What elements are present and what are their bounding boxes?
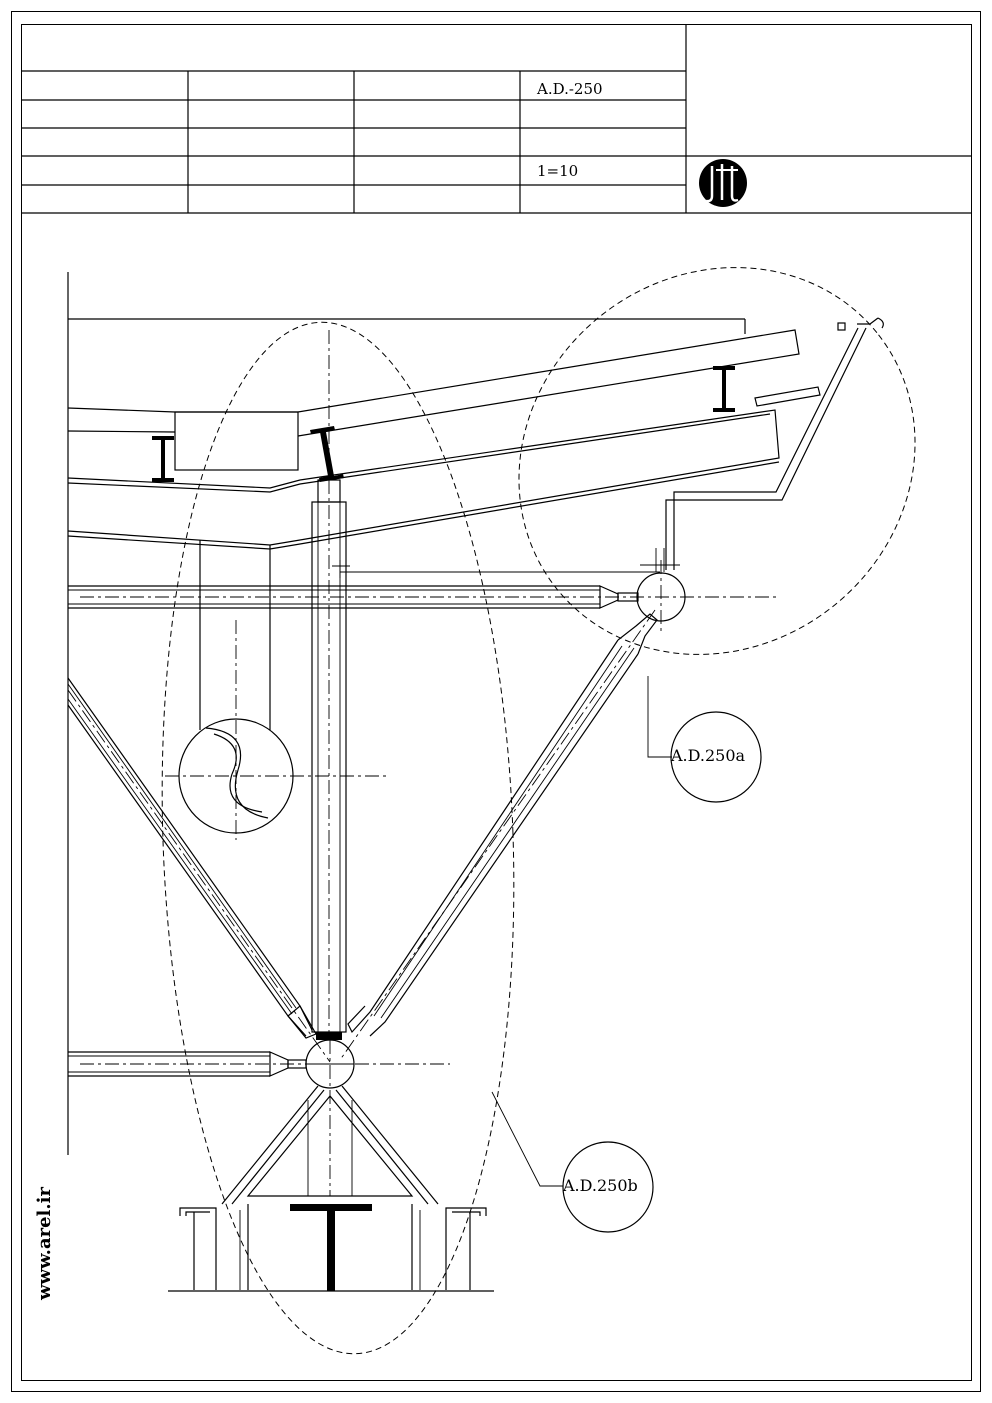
- roof-slab: [67, 329, 821, 550]
- inner-frame: [21, 24, 972, 1381]
- ball-node-upper: [636, 560, 686, 635]
- vertical-column: [311, 330, 347, 1040]
- drawing-number: A.D.-250: [537, 80, 603, 98]
- scale-value: 1=10: [537, 162, 579, 180]
- callout-detail-b: A.D.250b: [563, 1176, 638, 1195]
- rain-pipe: [165, 540, 390, 840]
- diagonal-tube-right: [339, 609, 658, 1061]
- detail-ellipse-b: [161, 321, 515, 1355]
- i-beams: [152, 366, 735, 482]
- detail-ellipse-a: [518, 267, 916, 655]
- company-logo-icon: [699, 159, 747, 207]
- horizontal-tube-lower: [68, 1051, 450, 1077]
- eave-profile: [332, 317, 884, 578]
- title-block-grid: [21, 24, 972, 214]
- outer-frame: [11, 11, 981, 1392]
- base-support: [168, 1204, 494, 1292]
- leader-b: [491, 1091, 654, 1233]
- horizontal-tube-upper: [68, 585, 780, 609]
- callout-detail-a: A.D.250a: [671, 746, 746, 765]
- leader-a: [647, 676, 762, 803]
- wall-line: [67, 272, 746, 1155]
- support-truss: [221, 1040, 439, 1205]
- website-watermark: www.arel.ir: [34, 1187, 55, 1300]
- diagonal-tube-left: [67, 677, 331, 1063]
